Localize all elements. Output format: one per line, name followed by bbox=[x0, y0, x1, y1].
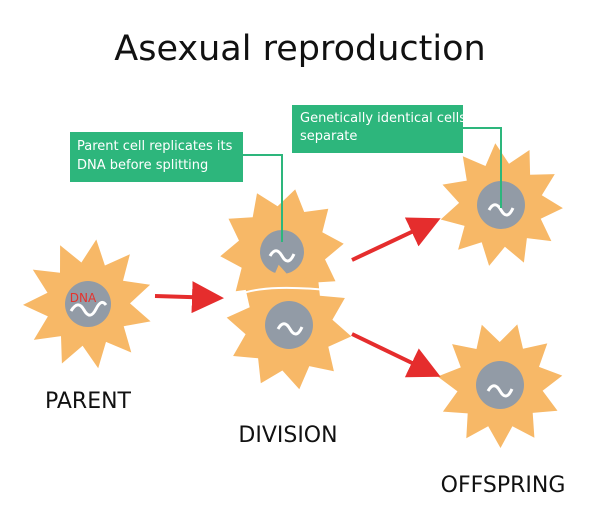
callout-separate-leader bbox=[463, 127, 502, 208]
division-cell-bottom bbox=[226, 264, 352, 390]
offspring-bottom-dna-strand bbox=[486, 384, 514, 398]
callout-replicate-line-1: Parent cell replicates its bbox=[77, 139, 233, 154]
division-top-nucleus bbox=[260, 230, 304, 274]
offspring-top-dna-strand bbox=[487, 203, 515, 217]
offspring-cell-bottom bbox=[437, 324, 563, 448]
label-division: DIVISION bbox=[238, 423, 337, 448]
division-to-offspring-bottom-arrow bbox=[351, 332, 441, 378]
parent-cell: DNA bbox=[23, 239, 151, 369]
callout-replicate-line-2: DNA before splitting bbox=[77, 158, 208, 173]
callout-replicate-leader bbox=[243, 154, 283, 242]
callout-replicate-text: Parent cell replicates its DNA before sp… bbox=[77, 139, 237, 173]
parent-nucleus bbox=[65, 281, 111, 327]
division-seam bbox=[239, 286, 339, 295]
parent-dna-strand bbox=[69, 300, 108, 317]
label-parent: PARENT bbox=[45, 389, 132, 414]
division-to-offspring-top-arrow bbox=[351, 217, 441, 262]
callout-separate-text: Genetically identical cells separate bbox=[300, 111, 470, 144]
division-top-dna-strand bbox=[268, 249, 296, 263]
diagram-title: Asexual reproduction bbox=[114, 29, 485, 69]
offspring-bottom-nucleus bbox=[476, 361, 524, 409]
callout-separate-line-1: Genetically identical cells bbox=[300, 111, 466, 126]
callout-replicate-box bbox=[70, 132, 243, 182]
division-bottom-dna-strand bbox=[276, 322, 304, 336]
callout-separate-box bbox=[292, 105, 463, 153]
parent-to-division-arrow bbox=[154, 281, 224, 314]
callout-separate-line-2: separate bbox=[300, 129, 357, 144]
label-offspring: OFFSPRING bbox=[441, 473, 566, 498]
dna-label: DNA bbox=[70, 291, 97, 305]
